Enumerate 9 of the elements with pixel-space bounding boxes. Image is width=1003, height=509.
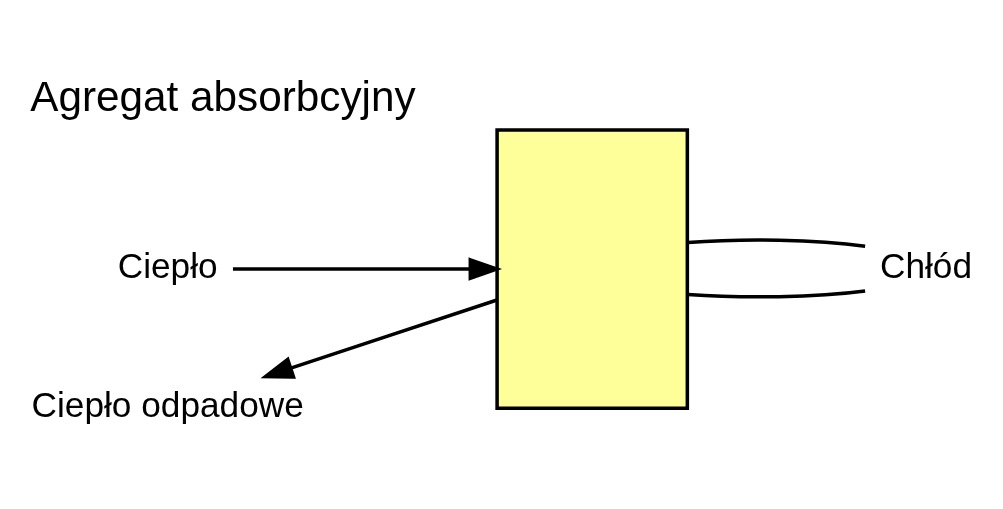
node-text: Chłód: [880, 245, 973, 285]
node-text: Ciepło: [117, 245, 218, 285]
connector: [687, 288, 866, 299]
connector: [687, 237, 866, 248]
node-text: Ciepło odpadowe: [31, 384, 304, 424]
arrow: [260, 297, 498, 379]
diagram-title: Agregat absorbcyjny: [30, 72, 416, 120]
arrow: [232, 256, 503, 281]
node-box: [495, 127, 690, 410]
